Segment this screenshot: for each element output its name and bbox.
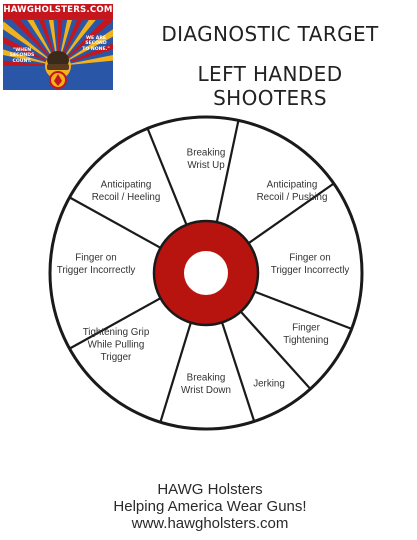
logo-sun-ray (58, 43, 113, 66)
target-segment-label: Finger on Trigger Incorrectly (57, 252, 136, 276)
logo-slogan-right: WE ARE SECOND TO NONE." (82, 36, 110, 52)
target-segment-label-line: Wrist Up (187, 160, 225, 171)
footer-tagline: Helping America Wear Guns! (113, 498, 307, 515)
target-segment-label-line: Jerking (253, 379, 285, 390)
logo-sun-ray (58, 20, 113, 66)
target-segment-label-line: Tightening (283, 335, 328, 346)
target-bullseye (184, 251, 228, 295)
target-segment-divider (239, 310, 312, 390)
target-segment-divider (69, 297, 162, 350)
target-segment-label-line: Finger (292, 322, 321, 333)
logo-brand-text: HAWGHOLSTERS.COM (3, 5, 113, 15)
target-segment-label-line: Anticipating (101, 179, 152, 190)
target-segment-divider (69, 196, 162, 249)
target-segment-label-line: Finger on (75, 252, 116, 263)
target-segment-label-line: Trigger Incorrectly (57, 265, 136, 276)
target-segment-label: Finger on Trigger Incorrectly (271, 252, 350, 276)
target-segment-label-line: Recoil / Heeling (92, 192, 161, 203)
target-segment-label-line: Anticipating (267, 179, 318, 190)
logo-sun-ray (58, 20, 96, 66)
footer-company: HAWG Holsters (157, 481, 263, 498)
arizona-sun-icon (3, 20, 113, 89)
logo-slogan-left: "WHEN SECONDS COUNT. (9, 48, 35, 64)
logo-sun-ray (3, 60, 58, 66)
page-title-line2: LEFT HANDED SHOOTERS (197, 62, 343, 110)
target-segment-label-line: While Pulling (88, 340, 145, 351)
target-segment-label-line: Trigger Incorrectly (271, 265, 350, 276)
target-segment-divider (221, 322, 256, 422)
target-segment-divider (146, 127, 188, 226)
target-segment-label-line: Trigger (101, 352, 132, 363)
hawg-holsters-logo: HAWGHOLSTERS.COM "WHEN SECONDS COUNT. WE… (3, 4, 113, 90)
target-segment-divider (247, 182, 335, 245)
footer-website[interactable]: www.hawgholsters.com (131, 515, 289, 532)
logo-sun-ray (58, 29, 113, 66)
logo-sun-ray (3, 21, 58, 66)
target-segment-label-line: Breaking (187, 372, 226, 383)
target-segment-label: Jerking (253, 379, 285, 390)
logo-sun-ray (3, 49, 58, 66)
logo-sun-ray (58, 55, 113, 66)
target-segment-divider (159, 322, 192, 423)
logo-sun-ray (58, 20, 63, 66)
target-segment-divider (254, 290, 353, 330)
target-segment-label-line: Recoil / Pushing (257, 192, 328, 203)
logo-sun-ray (12, 20, 58, 66)
page-title-line1: DIAGNOSTIC TARGET (161, 22, 379, 46)
target-segment-label-line: Finger on (289, 252, 330, 263)
target-segment-divider (215, 120, 240, 223)
target-segment-label-line: Wrist Down (181, 385, 231, 396)
target-segment-label-line: Breaking (187, 147, 226, 158)
target-segment-label-line: Tightening Grip (83, 327, 150, 338)
